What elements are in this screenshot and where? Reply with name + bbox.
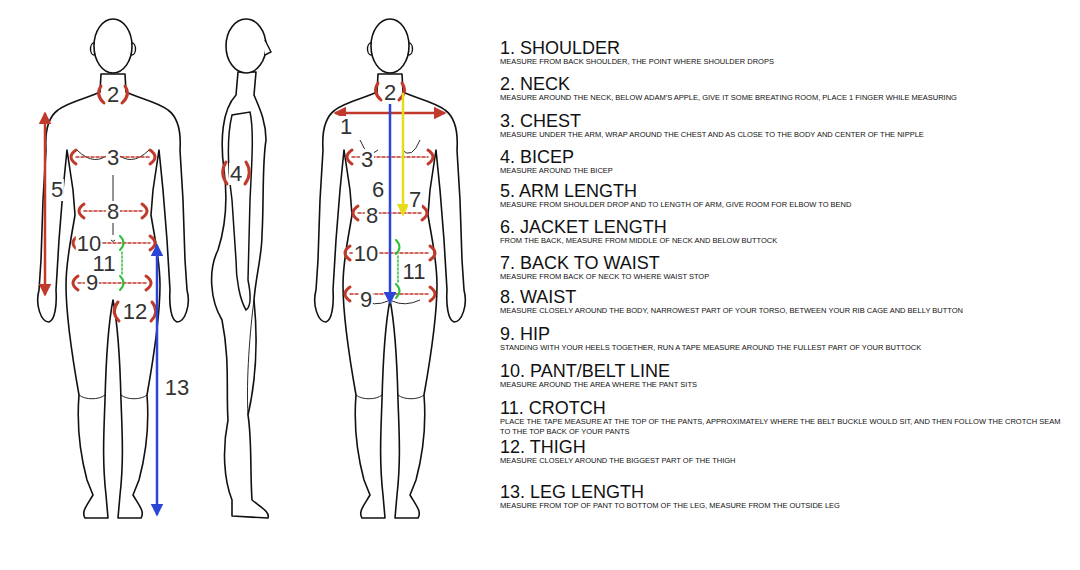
measurement-item: 10. PANT/BELT LINEMEASURE AROUND THE ARE… [500, 362, 1068, 390]
measurement-description: MEASURE AROUND THE BICEP [500, 166, 1068, 176]
measurement-item: 1. SHOULDERMEASURE FROM BACK SHOULDER, T… [500, 39, 1068, 67]
measurement-description: MEASURE FROM BACK OF NECK TO WHERE WAIST… [500, 272, 1068, 282]
measurement-title: 4. BICEP [500, 148, 1068, 166]
callout-number: 7 [408, 189, 422, 211]
callout-number: 6 [371, 179, 385, 201]
callout-number: 5 [50, 179, 64, 201]
callout-number: 4 [229, 163, 243, 185]
measurement-title: 8. WAIST [500, 288, 1068, 306]
front-measures [45, 86, 157, 514]
measurement-description: MEASURE AROUND THE AREA WHERE THE PANT S… [500, 380, 1068, 390]
measurement-item: 6. JACKET LENGTHFROM THE BACK, MEASURE F… [500, 218, 1068, 246]
callout-number: 10 [76, 233, 102, 255]
callout-number: 9 [359, 289, 373, 311]
measurement-title: 7. BACK TO WAIST [500, 254, 1068, 272]
callout-number: 3 [360, 149, 374, 171]
callout-number: 10 [353, 243, 379, 265]
callout-number: 12 [122, 301, 148, 323]
measurement-title: 1. SHOULDER [500, 39, 1068, 57]
side-head [226, 19, 266, 73]
measurement-description: MEASURE FROM SHOULDER DROP AND TO LENGTH… [500, 200, 1068, 210]
measurement-item: 4. BICEPMEASURE AROUND THE BICEP [500, 148, 1068, 176]
measurement-title: 6. JACKET LENGTH [500, 218, 1068, 236]
callout-number: 8 [365, 205, 379, 227]
measurement-description: MEASURE CLOSELY AROUND THE BODY, NARROWE… [500, 306, 1068, 316]
crotch-arc [396, 240, 400, 298]
measurement-item: 3. CHESTMEASURE UNDER THE ARM, WRAP AROU… [500, 112, 1068, 140]
measurement-description: MEASURE FROM BACK SHOULDER, THE POINT WH… [500, 57, 1068, 67]
measurement-item: 5. ARM LENGTHMEASURE FROM SHOULDER DROP … [500, 182, 1068, 210]
measurement-title: 9. HIP [500, 325, 1068, 343]
callout-number: 2 [383, 82, 397, 104]
callout-number: 8 [106, 201, 120, 223]
measurement-description: FROM THE BACK, MEASURE FROM MIDDLE OF NE… [500, 236, 1068, 246]
measurement-title: 13. LEG LENGTH [500, 483, 1068, 501]
back-measures [336, 83, 444, 302]
jacket-length-arrow [389, 84, 392, 302]
back-figure [315, 19, 466, 518]
measurement-description: PLACE THE TAPE MEASURE AT THE TOP OF THE… [500, 417, 1068, 437]
measurement-title: 10. PANT/BELT LINE [500, 362, 1068, 380]
back-to-waist-arrow [402, 94, 405, 214]
side-nose [265, 40, 271, 55]
callout-number: 13 [164, 377, 190, 399]
measure-arc [223, 162, 250, 184]
callout-number: 9 [85, 272, 99, 294]
measurement-item: 13. LEG LENGTHMEASURE FROM TOP OF PANT T… [500, 483, 1068, 511]
callout-number: 1 [339, 116, 353, 138]
measurement-item: 12. THIGHMEASURE CLOSELY AROUND THE BIGG… [500, 438, 1068, 466]
measurement-title: 3. CHEST [500, 112, 1068, 130]
measurement-description: STANDING WITH YOUR HEELS TOGETHER, RUN A… [500, 343, 1068, 353]
side-figure [212, 19, 271, 518]
callout-number: 2 [106, 84, 120, 106]
front-figure [38, 19, 189, 518]
measurement-item: 11. CROTCHPLACE THE TAPE MEASURE AT THE … [500, 399, 1068, 437]
crotch-line [121, 252, 123, 274]
crotch-line [397, 256, 399, 282]
measurement-description: MEASURE UNDER THE ARM, WRAP AROUND THE C… [500, 130, 1068, 140]
measurement-item: 2. NECKMEASURE AROUND THE NECK, BELOW AD… [500, 75, 1068, 103]
side-body [212, 72, 269, 518]
measurement-title: 11. CROTCH [500, 399, 1068, 417]
measurement-item: 7. BACK TO WAISTMEASURE FROM BACK OF NEC… [500, 254, 1068, 282]
measurement-item: 8. WAISTMEASURE CLOSELY AROUND THE BODY,… [500, 288, 1068, 316]
arm-length-arrow [44, 114, 47, 294]
crotch-arc [120, 236, 124, 290]
measurement-description: MEASURE AROUND THE NECK, BELOW ADAM'S AP… [500, 93, 1068, 103]
measurement-title: 12. THIGH [500, 438, 1068, 456]
side-arm [228, 112, 252, 310]
body-detail [247, 300, 254, 415]
measurement-title: 2. NECK [500, 75, 1068, 93]
callout-number: 11 [402, 261, 427, 283]
measurement-description: MEASURE FROM TOP OF PANT TO BOTTOM OF TH… [500, 501, 1068, 511]
leg-length-arrow [156, 246, 159, 514]
callout-number: 3 [106, 147, 120, 169]
measurement-title: 5. ARM LENGTH [500, 182, 1068, 200]
measurement-description: MEASURE CLOSELY AROUND THE BIGGEST PART … [500, 456, 1068, 466]
measurement-item: 9. HIPSTANDING WITH YOUR HEELS TOGETHER,… [500, 325, 1068, 353]
